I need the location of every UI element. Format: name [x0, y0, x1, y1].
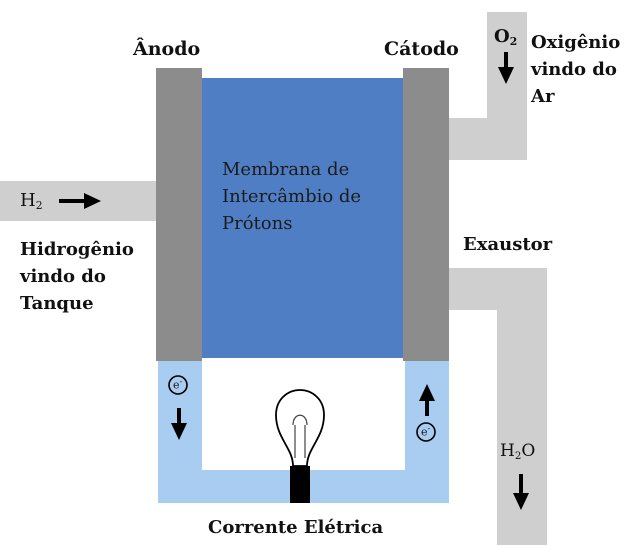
electron-icon — [168, 375, 188, 395]
current-label: Corrente Elétrica — [208, 517, 384, 538]
electron-right-symbol: e — [421, 425, 428, 439]
arrow-down-icon — [171, 408, 187, 440]
electron-right-charge: - — [427, 424, 431, 433]
membrane-label-line: Intercâmbio de — [222, 186, 362, 207]
water-formula: H2O — [500, 443, 535, 462]
electron-left-label: e- — [173, 378, 182, 391]
hydrogen-formula-subscript: 2 — [35, 199, 43, 212]
oxygen-source-line: Oxigênio — [531, 32, 621, 53]
oxygen-formula: O2 — [494, 28, 517, 48]
exhaust-pipe — [447, 268, 547, 545]
oxygen-inlet-pipe — [447, 12, 527, 160]
cathode-label: Cátodo — [384, 38, 459, 60]
water-formula-h: H — [500, 441, 515, 461]
oxygen-formula-subscript: 2 — [509, 35, 518, 48]
arrow-down-icon — [498, 52, 514, 84]
hydrogen-formula: H2 — [20, 192, 43, 212]
membrane-label-line: Membrana de — [222, 159, 350, 180]
lightbulb-icon — [275, 389, 325, 503]
electron-left-symbol: e — [173, 378, 180, 392]
arrow-right-icon — [59, 193, 101, 209]
electron-right-label: e- — [421, 425, 430, 438]
arrow-down-icon — [513, 474, 529, 510]
hydrogen-source-line: Tanque — [20, 293, 94, 314]
electron-icon — [416, 422, 436, 442]
anode-electrode — [156, 68, 202, 361]
hydrogen-source-line: vindo do — [20, 266, 106, 287]
proton-exchange-membrane — [200, 78, 407, 358]
water-formula-o: O — [521, 441, 536, 461]
cathode-electrode — [403, 68, 449, 361]
water-formula-subscript: 2 — [514, 451, 522, 462]
anode-label: Ânodo — [133, 38, 201, 60]
arrow-up-icon — [419, 384, 435, 416]
oxygen-formula-symbol: O — [494, 26, 510, 47]
membrane-label-line: Prótons — [222, 213, 293, 234]
hydrogen-formula-symbol: H — [20, 190, 36, 211]
hydrogen-source-line: Hidrogênio — [20, 239, 134, 260]
oxygen-source-line: Ar — [531, 86, 555, 107]
oxygen-source-line: vindo do — [531, 59, 617, 80]
hydrogen-source-label: Hidrogênio vindo do Tanque — [20, 236, 134, 317]
exhaust-label: Exaustor — [463, 234, 553, 255]
membrane-label: Membrana de Intercâmbio de Prótons — [222, 156, 361, 237]
oxygen-source-label: Oxigênio vindo do Ar — [531, 29, 620, 110]
electron-left-charge: - — [179, 377, 183, 386]
